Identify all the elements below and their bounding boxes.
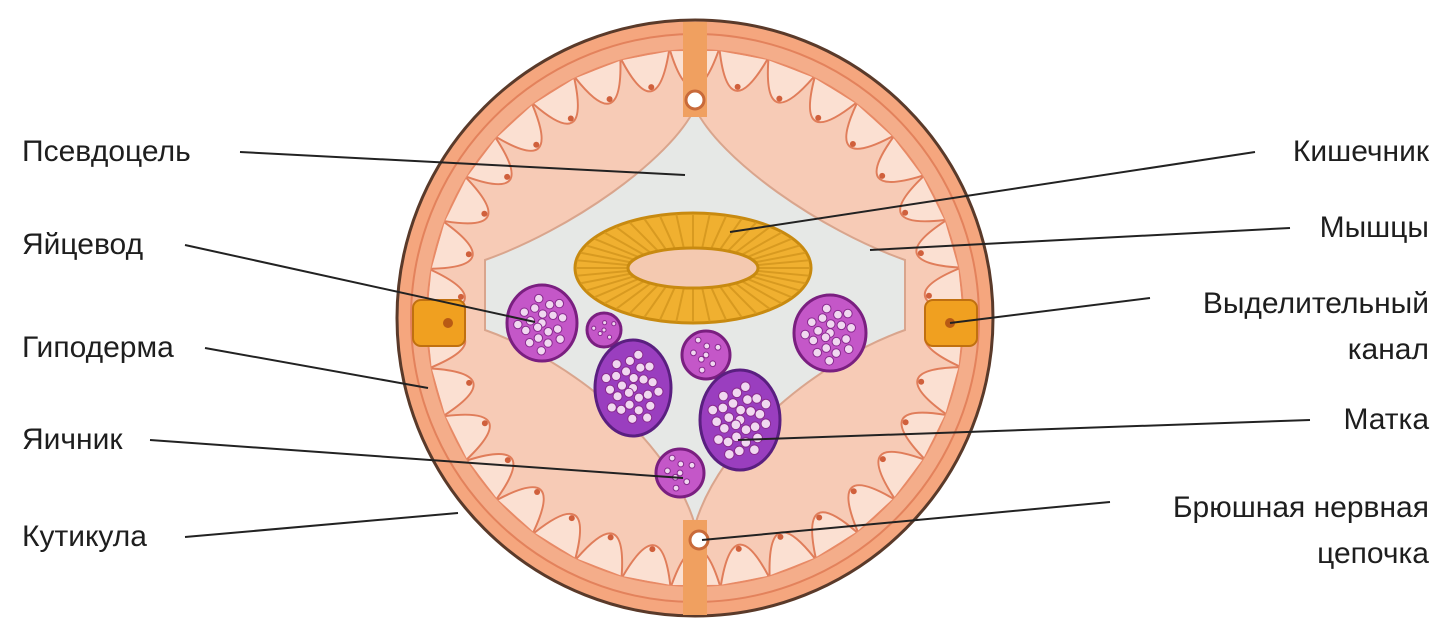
muscle-nucleus: [815, 115, 821, 121]
muscle-nucleus: [458, 294, 464, 300]
muscle-nucleus: [466, 251, 472, 257]
label-ovary: Яичник: [22, 423, 123, 457]
muscle-nucleus: [850, 141, 856, 147]
leader-cuticle: [185, 513, 458, 537]
muscle-nucleus: [649, 546, 655, 552]
muscle-nucleus: [736, 546, 742, 552]
muscle-nucleus: [903, 419, 909, 425]
muscle-nucleus: [534, 489, 540, 495]
leader-hypodermis: [205, 348, 428, 388]
label-cuticle: Кутикула: [22, 520, 147, 554]
muscle-nucleus: [607, 96, 613, 102]
muscle-nucleus: [879, 173, 885, 179]
ovary-mid: [682, 331, 730, 379]
uterus-left: [595, 340, 671, 436]
label-muscles: Мышцы: [1320, 211, 1429, 245]
muscle-nucleus: [816, 515, 822, 521]
muscle-nucleus: [481, 211, 487, 217]
muscle-nucleus: [926, 293, 932, 299]
label-uterus: Матка: [1343, 403, 1429, 437]
ovary-small: [587, 313, 621, 347]
muscle-nucleus: [608, 534, 614, 540]
dorsal-nerve: [686, 91, 704, 109]
muscle-nucleus: [776, 96, 782, 102]
excretory-canal-left-lumen: [443, 318, 453, 328]
muscle-nucleus: [648, 84, 654, 90]
muscle-nucleus: [880, 456, 886, 462]
ovary-bottom: [656, 449, 704, 497]
oviduct-right: [794, 295, 866, 371]
muscle-nucleus: [568, 115, 574, 121]
muscle-nucleus: [569, 515, 575, 521]
label-nerve-cord: Брюшная нервная цепочка: [1173, 485, 1429, 577]
uterus-right: [700, 370, 780, 470]
muscle-nucleus: [918, 250, 924, 256]
muscle-nucleus: [918, 379, 924, 385]
label-hypodermis: Гиподерма: [22, 331, 174, 365]
label-intestine: Кишечник: [1293, 135, 1429, 169]
muscle-nucleus: [466, 380, 472, 386]
label-pseudocoel: Псевдоцель: [22, 135, 191, 169]
muscle-nucleus: [533, 142, 539, 148]
label-oviduct: Яйцевод: [22, 228, 143, 262]
muscle-nucleus: [504, 174, 510, 180]
oviduct-left: [507, 285, 577, 361]
muscle-nucleus: [735, 84, 741, 90]
label-excretory-canal: Выделительный канал: [1203, 281, 1429, 373]
muscle-nucleus: [902, 210, 908, 216]
muscle-nucleus: [505, 457, 511, 463]
muscle-nucleus: [851, 488, 857, 494]
intestine: [575, 213, 811, 323]
muscle-nucleus: [777, 534, 783, 540]
excretory-canal-left: [413, 300, 465, 346]
muscle-nucleus: [482, 420, 488, 426]
